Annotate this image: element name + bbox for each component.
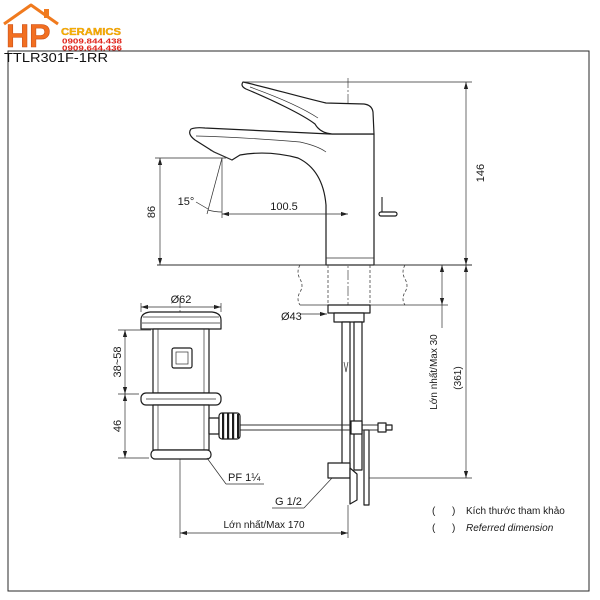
drain-overflow-window: [171, 347, 193, 369]
supply-thread-label: G 1/2: [275, 496, 302, 508]
popup-rod-cap: [385, 424, 393, 431]
dim-146-label: 146: [475, 164, 487, 182]
flow-angle-line: [206, 157, 223, 215]
supply-fitting-plate: [349, 467, 358, 505]
lever-handle-edge: [249, 86, 319, 119]
threaded-shank: [333, 312, 365, 323]
dimension-legend: ( ) Kích thước tham khảo ( ) Referred di…: [432, 506, 565, 534]
dim-shank-label: Ø43: [281, 311, 302, 323]
faucet-body: [189, 127, 375, 266]
outlet-thread-label: PF 1¼: [228, 472, 261, 484]
dim-lower-label: 46: [112, 420, 124, 432]
aerator-outlet: [209, 149, 233, 161]
supply-fitting: [327, 462, 351, 479]
popup-rod-end: [377, 422, 387, 433]
dim-max30-label: Lớn nhất/Max 30: [428, 334, 440, 410]
logo-chimney-icon: [44, 9, 49, 18]
dim-86-label: 86: [146, 206, 158, 218]
legend-marker-en: ( ): [432, 523, 455, 534]
drain-flange: [140, 311, 222, 330]
mounting-nut: [327, 304, 371, 314]
drawing-frame: [7, 50, 590, 592]
countertop-section: [157, 264, 472, 306]
supply-thread-leader: [303, 477, 333, 509]
supply-tube-right: [353, 321, 363, 471]
mounting-stud: [363, 429, 370, 506]
logo-phone-2: 0909.644.436: [62, 44, 122, 53]
popup-rod-clamp: [350, 420, 363, 435]
dim-361-label: (361): [453, 366, 464, 389]
drain-overflow-window-inner: [175, 351, 189, 365]
dim-max170-label: Lớn nhất/Max 170: [223, 519, 304, 531]
hp-ceramics-logo: HP CERAMICS 0909.844.438 0909.644.436: [3, 3, 122, 54]
drain-side-thread-4: [237, 414, 239, 438]
drain-dimensions: Ø62 38~58 46 PF 1¼ Lớn nhất/Max 170: [112, 294, 348, 536]
logo-letters: HP: [6, 18, 50, 54]
drain-side-thread-1: [222, 413, 225, 439]
legend-marker-vi: ( ): [432, 506, 455, 517]
countertop-break-left: [297, 264, 303, 306]
flow-angle-arc: [207, 209, 223, 213]
under-counter-hardware: [240, 304, 393, 538]
spout-inner-line: [195, 135, 327, 153]
drain-bottom-nut: [150, 449, 212, 460]
drain-side-port: [208, 417, 220, 435]
flow-angle-label: 15°: [178, 196, 195, 208]
drain-lower-body: [152, 404, 210, 451]
supply-tube-mark: [343, 361, 349, 373]
dim-flange-label: Ø62: [171, 294, 192, 306]
flow-angle-leader: [195, 201, 209, 210]
faucet-body-group: [189, 78, 398, 470]
dim-reach-label: 100.5: [270, 201, 298, 213]
outlet-thread-leader: [206, 457, 227, 485]
legend-text-en: Referred dimension: [466, 523, 554, 534]
dim-adjust-label: 38~58: [112, 347, 124, 378]
model-number: TTLR301F-1RR: [4, 50, 108, 65]
legend-text-vi: Kích thước tham khảo: [466, 506, 565, 517]
countertop-break-right: [402, 264, 408, 306]
popup-lever-knob: [378, 211, 398, 217]
drain-side-nut: [218, 412, 241, 440]
drain-side-thread-2: [227, 413, 230, 439]
supply-tube-left: [341, 321, 351, 471]
drain-side-thread-3: [232, 413, 235, 439]
popup-drain-group: [140, 298, 241, 538]
logo-brand: CERAMICS: [61, 27, 121, 38]
faucet-dimensions: 146 (361) Lớn nhất/Max 30 86 15° 100.5 Ø…: [146, 81, 487, 509]
lever-handle: [241, 81, 375, 135]
logo-phone-1: 0909.844.438: [62, 37, 122, 46]
